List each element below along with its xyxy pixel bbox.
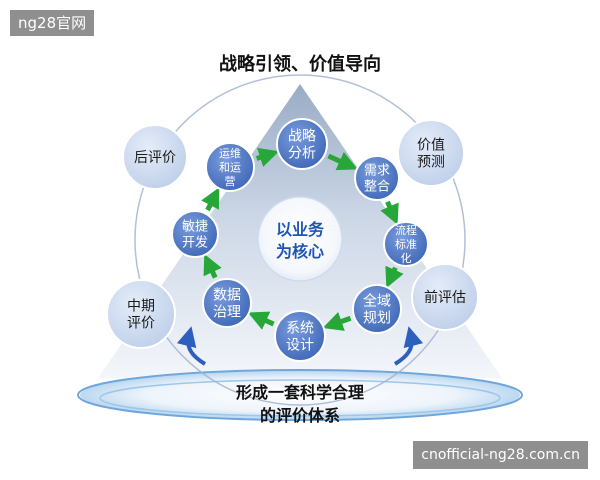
top-watermark: ng28官网 xyxy=(10,10,95,36)
demand-label-line-2: 整合 xyxy=(364,180,390,195)
domain-label-line-2: 规划 xyxy=(363,311,391,327)
strategy-label-line-1: 战略 xyxy=(288,129,316,145)
bottom-text-line-1: 形成一套科学合理 xyxy=(236,383,364,402)
mid-label-line-1: 中期 xyxy=(127,299,155,315)
cycle-node-agile-circle xyxy=(171,210,219,258)
eval-node-value-circle xyxy=(397,119,465,187)
base-disc-inner-ring xyxy=(99,379,501,417)
domain-label-line-1: 全域 xyxy=(363,293,391,310)
bottom-text-line-2: 的评价体系 xyxy=(260,406,340,425)
cycle-node-ops-circle xyxy=(205,142,255,192)
eval-node-post: 后评价 xyxy=(122,124,188,190)
cycle-node-process-circle xyxy=(383,221,429,267)
core-circle: 以业务 为核心 xyxy=(257,196,343,282)
bottom-watermark: cnofficial-ng28.com.cn xyxy=(413,441,588,469)
data-label-line-1: 数据 xyxy=(213,288,241,304)
process-label-line-2: 标准 xyxy=(395,237,417,251)
arrow-agile-to-ops xyxy=(201,187,220,212)
cycle-arrows xyxy=(201,147,404,331)
ops-label-line-3: 营 xyxy=(225,174,236,188)
pre-label-line-1: 前评估 xyxy=(424,289,466,306)
arrow-system-to-data xyxy=(247,311,275,330)
arrow-data-to-agile xyxy=(203,253,222,279)
arrow-process-to-domain xyxy=(385,265,404,288)
eval-node-pre-circle xyxy=(411,263,479,331)
process-label-line-1: 流程 xyxy=(395,223,417,237)
agile-label-line-1: 敏捷 xyxy=(182,220,208,235)
base-disc-ring xyxy=(77,369,523,421)
left-base-arrow xyxy=(176,326,207,366)
value-label-line-2: 预测 xyxy=(417,155,445,171)
eval-node-pre: 前评估 xyxy=(411,263,479,331)
cycle-node-data-circle xyxy=(202,278,252,328)
post-label-line-1: 后评价 xyxy=(134,150,176,166)
eval-node-post-circle xyxy=(122,124,188,190)
ops-label-line-1: 运维 xyxy=(219,147,241,160)
ops-label-line-2: 和运 xyxy=(219,161,241,174)
demand-label-line-1: 需求 xyxy=(364,164,390,179)
eval-node-mid-circle xyxy=(106,279,176,349)
system-label-line-2: 设计 xyxy=(286,338,314,354)
arrow-ops-to-strategy xyxy=(255,147,280,167)
value-label-line-1: 价值 xyxy=(417,138,445,154)
system-label-line-1: 系统 xyxy=(286,321,314,337)
arrow-demand-to-process xyxy=(380,200,399,225)
strategy-label-line-2: 分析 xyxy=(288,146,316,162)
cycle-node-demand-circle xyxy=(354,155,400,201)
cycle-node-strategy-circle xyxy=(276,118,328,170)
core-label-line-1: 以业务 xyxy=(276,220,325,239)
right-base-arrow xyxy=(393,326,424,366)
process-label-line-3: 化 xyxy=(401,251,412,265)
diagram-title: 战略引领、价值导向 xyxy=(219,53,381,75)
mid-label-line-2: 评价 xyxy=(127,316,155,332)
arrow-strategy-to-demand xyxy=(327,151,358,171)
arrow-domain-to-system xyxy=(322,312,352,331)
cycle-node-system-circle xyxy=(274,310,326,362)
core-label-line-2: 为核心 xyxy=(276,242,324,261)
cycle-node-domain-circle xyxy=(352,284,402,334)
data-label-line-2: 治理 xyxy=(213,305,241,321)
outer-orbit-circle xyxy=(134,74,466,406)
agile-label-line-2: 开发 xyxy=(182,235,208,251)
